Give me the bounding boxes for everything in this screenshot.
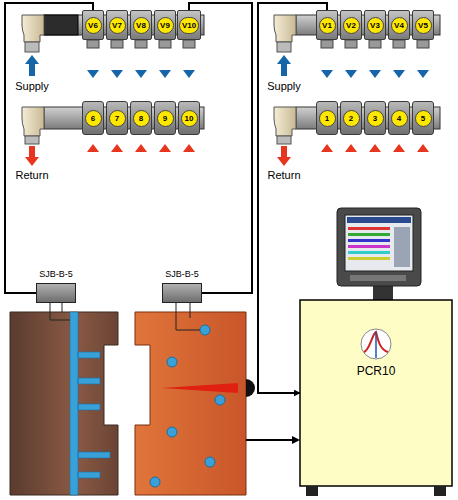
callout-number: 7 (109, 110, 126, 127)
junction-box: SJB-B-5 (162, 283, 202, 303)
cable (258, 3, 327, 393)
cable (246, 439, 294, 441)
valve: V2 (340, 10, 362, 40)
arrowhead (292, 436, 300, 444)
callout-number: 3 (367, 110, 384, 127)
valve-stem (345, 40, 357, 48)
valve-stem (369, 40, 381, 48)
valve: V8 (130, 10, 152, 40)
controller-cabinet (300, 300, 452, 496)
valve: V4 (388, 10, 410, 40)
port-label: Return (15, 169, 48, 182)
valve: V5 (412, 10, 434, 40)
flow-meter: 10 (178, 101, 200, 135)
port-label: Return (267, 169, 300, 182)
sensor-wire (50, 303, 200, 330)
flow-arrow (54, 70, 195, 78)
part-name: SJB-B-5 (38, 269, 74, 280)
flow-meter: 8 (130, 101, 152, 135)
port-label: Supply (15, 80, 49, 93)
flow-arrow (54, 70, 147, 78)
flow-arrow (172, 144, 381, 152)
valve-stem (135, 40, 147, 48)
valve: V1 (316, 10, 338, 40)
flow-meter: 7 (106, 101, 128, 135)
valve-stem (321, 40, 333, 48)
flow-arrow (54, 70, 357, 78)
valve: V9 (154, 10, 176, 40)
flow-arrow (54, 70, 405, 78)
flow-meter: 1 (316, 101, 338, 135)
flow-arrow (159, 144, 172, 152)
valve-stem (111, 40, 123, 48)
flow-meter: 5 (412, 101, 434, 135)
valve-stem (87, 40, 99, 48)
flow-arrow (54, 70, 381, 78)
valve-stem (159, 40, 171, 48)
flow-arrow (172, 144, 429, 152)
valve: V7 (106, 10, 128, 40)
flow-meter: 9 (154, 101, 176, 135)
valve: V6 (82, 10, 104, 40)
callout-number: V3 (367, 17, 384, 34)
part-name: SJB-B-5 (164, 269, 200, 280)
callout-number: 8 (133, 110, 150, 127)
callout-number: V2 (343, 17, 360, 34)
callout-number: V7 (109, 17, 126, 34)
junction-box: SJB-B-5 (36, 283, 76, 303)
callout-number: V8 (133, 17, 150, 34)
valve-stem (183, 40, 195, 48)
flow-arrow (54, 70, 171, 78)
controller-monitor (337, 208, 421, 301)
return-manifold (22, 107, 204, 144)
flow-arrow (172, 144, 405, 152)
valve: V3 (364, 10, 386, 40)
device-name: PCR10 (300, 364, 452, 378)
flow-arrow (54, 70, 123, 78)
callout-number: V1 (319, 17, 336, 34)
valve-stem (393, 40, 405, 48)
callout-number: V10 (179, 17, 199, 34)
callout-number: 6 (85, 110, 102, 127)
callout-number: 9 (157, 110, 174, 127)
flow-arrows (54, 40, 429, 152)
valve-stem (417, 40, 429, 48)
cable (5, 3, 93, 293)
flow-arrow (135, 144, 172, 152)
flow-arrow (54, 70, 429, 78)
callout-number: 2 (343, 110, 360, 127)
callout-number: 10 (181, 110, 198, 127)
valve: V10 (177, 10, 201, 40)
port-label: Supply (267, 80, 301, 93)
flow-arrow (172, 144, 195, 152)
controller: PCR10 (300, 300, 452, 486)
flow-meter: 4 (388, 101, 410, 135)
flow-arrow (54, 70, 99, 78)
cable (189, 3, 252, 293)
callout-number: V4 (391, 17, 408, 34)
flow-arrow (172, 144, 357, 152)
flow-meter: 6 (82, 101, 104, 135)
mold-half-left (10, 312, 118, 495)
callout-number: 4 (391, 110, 408, 127)
callout-number: 5 (415, 110, 432, 127)
flow-arrow (111, 144, 172, 152)
callout-number: 1 (319, 110, 336, 127)
flow-meter: 2 (340, 101, 362, 135)
callout-number: V9 (157, 17, 174, 34)
flow-meter: 3 (364, 101, 386, 135)
mold-half-right (135, 312, 255, 495)
callout-number: V6 (85, 17, 102, 34)
flow-arrow (54, 70, 333, 78)
callout-number: V5 (415, 17, 432, 34)
flow-arrow (87, 144, 172, 152)
